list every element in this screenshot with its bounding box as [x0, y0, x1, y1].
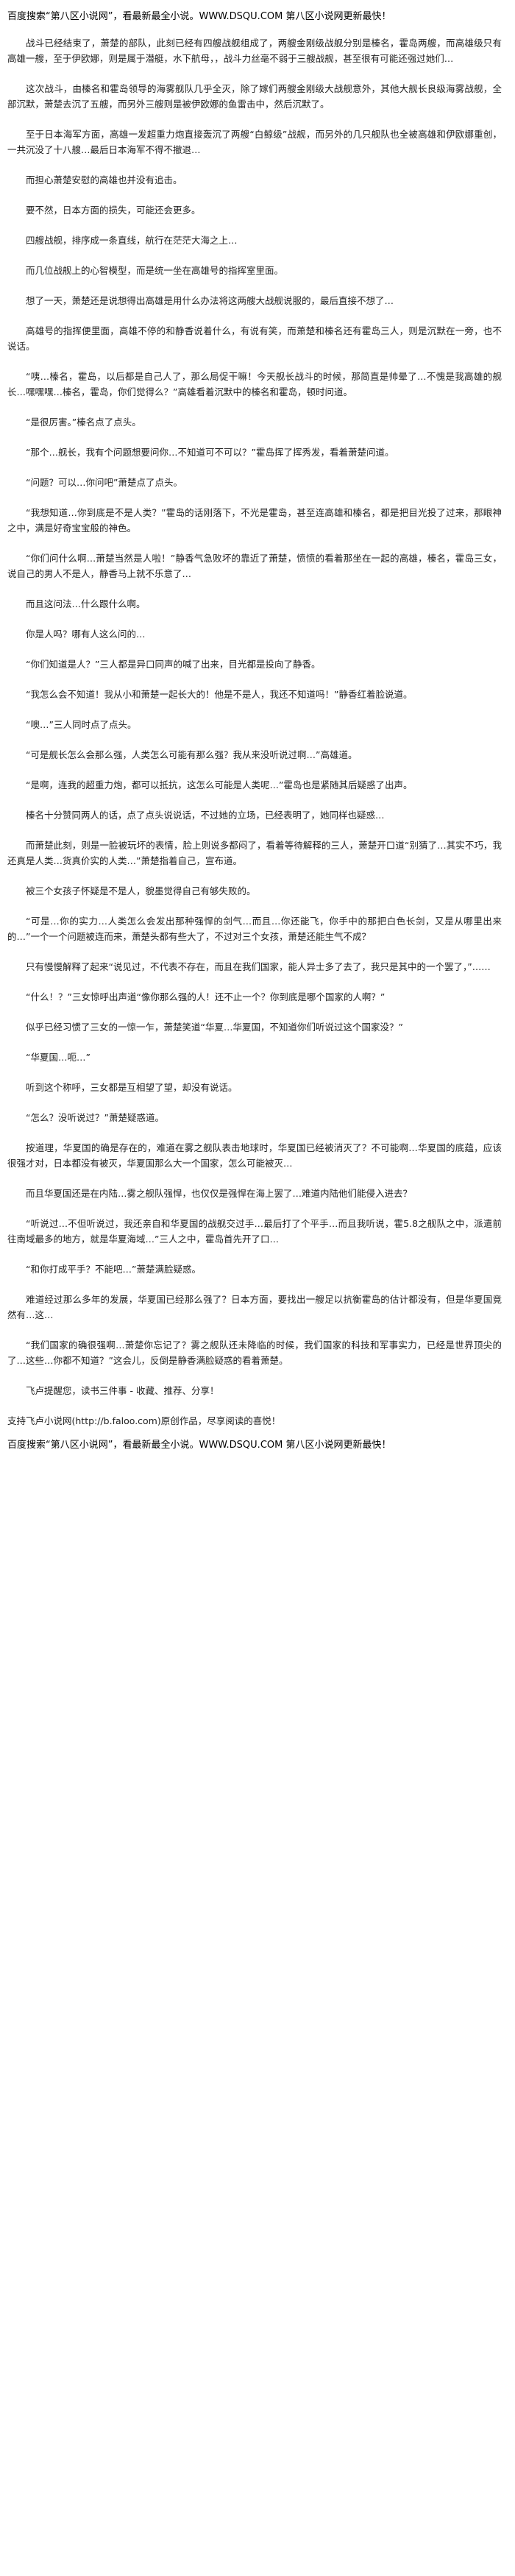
story-paragraph: 四艘战舰，排序成一条直线，航行在茫茫大海之上…	[26, 235, 238, 246]
bottom-site-banner: 百度搜索“第八区小说网”，看最新最全小说。WWW.DSQU.COM 第八区小说网…	[7, 1440, 391, 1451]
chapter-content: 战斗已经结束了，萧楚的部队，此刻已经有四艘战舰组成了，两艘金刚级战舰分别是榛名，…	[7, 35, 502, 1398]
top-site-banner: 百度搜索“第八区小说网”，看最新最全小说。WWW.DSQU.COM 第八区小说网…	[7, 11, 391, 22]
story-paragraph: 要不然，日本方面的损失，可能还会更多。	[26, 205, 201, 216]
story-paragraph: 似乎已经习惯了三女的一惊一乍，萧楚笑道“华夏…华夏国，不知道你们听说过这个国家没…	[26, 1022, 403, 1033]
story-paragraph: “问题？可以…你问吧”萧楚点了点头。	[26, 477, 182, 488]
story-paragraph: 而且这问法…什么跟什么啊。	[26, 598, 146, 609]
story-paragraph: “听说过…不但听说过，我还亲自和华夏国的战舰交过手…最后打了个平手…而且我听说，…	[7, 1218, 502, 1245]
story-paragraph: 你是人吗？哪有人这么问的…	[26, 629, 146, 640]
story-paragraph: 只有慢慢解释了起来“说见过，不代表不存在，而且在我们国家，能人异士多了去了，我只…	[26, 961, 491, 972]
story-paragraph: “是啊，连我的超重力炮，都可以抵抗，这怎么可能是人类呢…”霍岛也是紧随其后疑惑了…	[26, 779, 413, 790]
story-paragraph: 听到这个称呼，三女都是互相望了望，却没有说话。	[26, 1082, 238, 1093]
story-paragraph: “咦…榛名，霍岛，以后都是自己人了，那么局促干嘛！今天舰长战斗的时候，那简直是帅…	[7, 371, 502, 397]
story-paragraph: 至于日本海军方面，高雄一发超重力炮直接轰沉了两艘“白鲸级”战舰，而另外的几只舰队…	[7, 129, 502, 155]
story-paragraph: 而且华夏国还是在内陆…雾之舰队强悍，也仅仅是强悍在海上罢了…难道内陆他们能侵入进…	[26, 1188, 413, 1199]
story-paragraph: 而担心萧楚安慰的高雄也并没有追击。	[26, 174, 182, 185]
story-paragraph: “可是舰长怎么会那么强，人类怎么可能有那么强？我从来没听说过啊…”高雄道。	[26, 749, 358, 760]
story-paragraph: “那个…舰长，我有个问题想要问你…不知道可不可以？”霍岛挥了挥秀发，看着萧楚问道…	[26, 447, 394, 458]
story-paragraph: 而几位战舰上的心智模型，而是统一坐在高雄号的指挥室里面。	[26, 265, 284, 276]
story-paragraph: “我们国家的确很强啊…萧楚你忘记了？雾之舰队还未降临的时候，我们国家的科技和军事…	[7, 1340, 502, 1366]
story-paragraph: “什么！？”三女惊呼出声道“像你那么强的人！还不止一个？你到底是哪个国家的人啊？…	[26, 991, 386, 1002]
story-paragraph: 榛名十分赞同两人的话，点了点头说说话，不过她的立场，已经表明了，她同样也疑惑…	[26, 810, 385, 821]
story-paragraph: 而萧楚此刻，则是一脸被玩坏的表情，脸上则说多都闷了，看着等待解释的三人，萧楚开口…	[7, 840, 502, 866]
story-paragraph: 高雄号的指挥便里面，高雄不停的和静香说着什么，有说有笑，而萧楚和榛名还有霍岛三人…	[7, 325, 502, 352]
story-paragraph: 被三个女孩子怀疑是不是人，貌墨觉得自己有够失败的。	[26, 885, 256, 896]
story-paragraph: “可是…你的实力…人类怎么会发出那种强悍的剑气…而且…你还能飞，你手中的那把白色…	[7, 916, 502, 942]
story-paragraph: 想了一天，萧楚还是说想得出高雄是用什么办法将这两艘大战舰说服的，最后直接不想了…	[26, 295, 394, 306]
story-paragraph: 飞卢提醒您，读书三件事 - 收藏、推荐、分享！	[26, 1385, 219, 1396]
story-paragraph: “华夏国…呃…”	[26, 1052, 90, 1063]
story-paragraph: “你们知道是人？”三人都是异口同声的喊了出来，目光都是投向了静香。	[26, 659, 321, 670]
story-paragraph: “怎么？没听说过？”萧楚疑惑道。	[26, 1112, 164, 1123]
story-paragraph: 战斗已经结束了，萧楚的部队，此刻已经有四艘战舰组成了，两艘金刚级战舰分别是榛名，…	[7, 38, 502, 64]
story-paragraph: “你们问什么啊…萧楚当然是人啦！”静香气急败坏的靠近了萧楚，愤愤的看着那坐在一起…	[7, 553, 502, 579]
story-paragraph: “是很厉害。”榛名点了点头。	[26, 417, 141, 428]
story-paragraph: 这次战斗，由榛名和霍岛领导的海雾舰队几乎全灭，除了嫁们两艘金刚级大战舰意外，其他…	[7, 83, 502, 110]
story-paragraph: “我怎么会不知道！我从小和萧楚一起长大的！他是不是人，我还不知道吗！”静香红着脸…	[26, 689, 413, 700]
story-paragraph: “噢…”三人同时点了点头。	[26, 719, 137, 730]
story-paragraph: 按道理，华夏国的确是存在的，难道在雾之舰队表击地球时，华夏国已经被消灭了？不可能…	[7, 1142, 502, 1169]
story-paragraph: “和你打成平手？不能吧…”萧楚满脸疑惑。	[26, 1264, 201, 1275]
story-paragraph: “我想知道…你到底是不是人类？”霍岛的话刚落下，不光是霍岛，甚至连高雄和榛名，都…	[7, 507, 502, 534]
story-paragraph: 难道经过那么多年的发展，华夏国已经那么强了？日本方面，要找出一艘足以抗衡霍岛的估…	[7, 1294, 502, 1320]
support-notice: 支持飞卢小说网(http://b.faloo.com)原创作品，尽享阅读的喜悦！	[7, 1415, 281, 1426]
